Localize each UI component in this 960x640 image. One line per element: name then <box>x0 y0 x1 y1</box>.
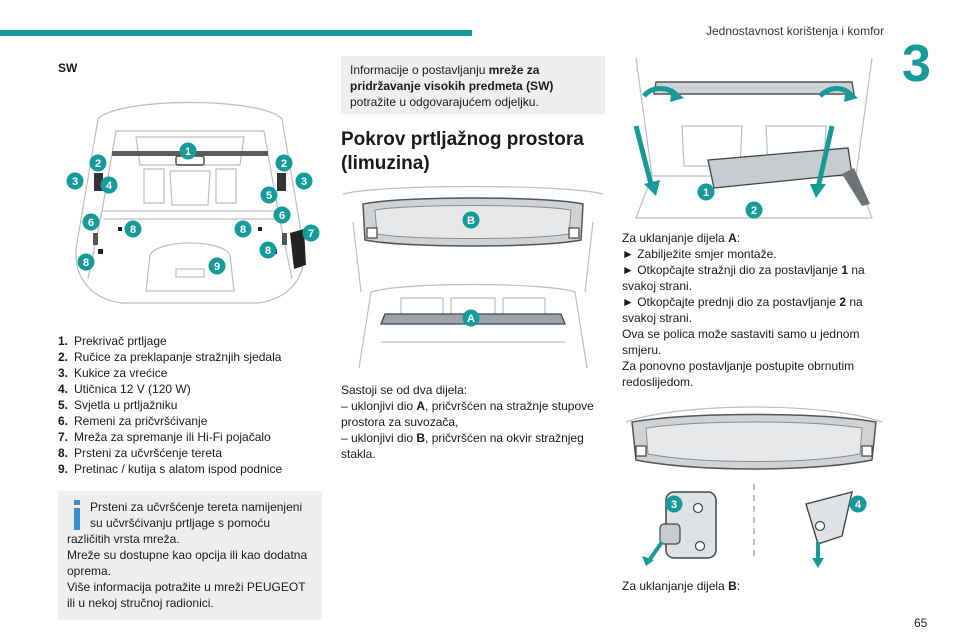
instruction-line: Za uklanjanje dijela A: <box>622 231 741 245</box>
svg-text:9: 9 <box>214 261 220 273</box>
callout-2-right: 2 <box>275 154 293 172</box>
callout-1-right: 1 <box>697 183 715 201</box>
svg-text:3: 3 <box>301 176 307 188</box>
instruction-line: ► Otkopčajte prednji dio za postavljanje… <box>622 295 863 309</box>
desc-line: – uklonjivi dio B, pričvršćen na okvir s… <box>341 431 584 445</box>
desc-line: – uklonjivi dio A, pričvršćen na stražnj… <box>341 399 594 413</box>
svg-text:7: 7 <box>308 228 314 240</box>
instruction-line: redoslijedom. <box>622 375 694 389</box>
legend-item: 8.Prsteni za učvršćenje tereta <box>58 446 223 460</box>
svg-text:A: A <box>467 313 475 325</box>
callout-1: 1 <box>179 142 197 160</box>
svg-text:8: 8 <box>130 224 136 236</box>
callout-8-d: 8 <box>259 241 277 259</box>
callout-7: 7 <box>302 224 320 242</box>
info-text-line: ili u nekoj stručnoj radionici. <box>67 596 214 610</box>
callout-3-fig: 3 <box>665 495 683 513</box>
page-number: 65 <box>914 616 928 630</box>
removal-b-intro: Za uklanjanje dijela B: <box>622 579 741 593</box>
legend-item: 2.Ručice za preklapanje stražnjih sjedal… <box>58 350 282 364</box>
info-text-line: Mreže su dostupne kao opcija ili kao dod… <box>67 548 308 562</box>
legend-item: 1.Prekrivač prtljage <box>58 334 167 348</box>
legend-item: 4.Utičnica 12 V (120 W) <box>58 382 191 396</box>
callout-a: A <box>462 309 480 327</box>
cover-b-removal-illustration: 3 4 <box>625 406 883 568</box>
callout-2-right-fig: 2 <box>745 201 763 219</box>
callout-8-c: 8 <box>77 253 95 271</box>
callout-8-b: 8 <box>234 220 252 238</box>
instruction-line: ► Zabilježite smjer montaže. <box>622 247 777 261</box>
callout-3-right: 3 <box>295 172 313 190</box>
svg-text:5: 5 <box>266 190 272 202</box>
desc-line: prostora za suvozača, <box>341 415 459 429</box>
instruction-line: Za ponovno postavljanje postupite obrnut… <box>622 359 855 373</box>
sedan-cover-illustration: B A <box>342 185 604 369</box>
legend-item: 9.Pretinac / kutija s alatom ispod podni… <box>58 462 283 476</box>
svg-text:2: 2 <box>751 205 757 217</box>
info-text-line: su učvršćivanju prtljage s pomoću <box>90 516 271 530</box>
trunk-sw-illustration: 1 2 2 3 3 4 5 6 <box>66 101 320 304</box>
svg-text:3: 3 <box>671 499 677 511</box>
callout-4: 4 <box>100 176 118 194</box>
info-text-line: oprema. <box>67 564 112 578</box>
right-column: 1 2 Za uklanjanje dijela A: ► Zabilježit… <box>622 56 886 594</box>
legend-item: 6.Remeni za pričvršćivanje <box>58 414 208 428</box>
middle-column: Informacije o postavljanju mreže za prid… <box>341 56 605 462</box>
instruction-line: svakoj strani. <box>622 311 693 325</box>
svg-text:2: 2 <box>281 158 287 170</box>
svg-text:6: 6 <box>88 217 94 229</box>
removal-a-instructions: Za uklanjanje dijela A: ► Zabilježite sm… <box>622 230 886 390</box>
component-legend: 1.Prekrivač prtljage 2.Ručice za preklap… <box>58 333 322 477</box>
info-text-line: različitih vrsta mreža. <box>67 532 180 546</box>
running-header: Jednostavnost korištenja i komfor <box>706 24 885 38</box>
svg-text:3: 3 <box>72 176 78 188</box>
callout-8-a: 8 <box>124 220 142 238</box>
callout-5: 5 <box>260 186 278 204</box>
callout-9: 9 <box>208 257 226 275</box>
desc-line: Sastoji se od dva dijela: <box>341 383 468 397</box>
note-line: Informacije o postavljanju mreže za <box>350 63 540 77</box>
instruction-line: svakoj strani. <box>622 279 693 293</box>
shelf-a-removal-illustration: 1 2 <box>633 57 873 219</box>
desc-line: stakla. <box>341 447 376 461</box>
svg-text:2: 2 <box>95 158 101 170</box>
svg-text:1: 1 <box>185 146 191 158</box>
callout-b: B <box>462 211 480 229</box>
legend-item: 7.Mreža za spremanje ili Hi-Fi pojačalo <box>58 430 271 444</box>
note-line: potražite u odgovarajućem odjeljku. <box>350 95 539 109</box>
svg-text:6: 6 <box>279 210 285 222</box>
note-line: pridržavanje visokih predmeta (SW) <box>350 79 554 93</box>
sw-net-note-box: Informacije o postavljanju mreže za prid… <box>341 56 605 114</box>
left-column: SW 1 2 <box>58 56 322 620</box>
legend-item: 3.Kukice za vrećice <box>58 366 168 380</box>
svg-text:4: 4 <box>106 180 113 192</box>
header-accent-bar <box>0 30 472 36</box>
instruction-line: ► Otkopčajte stražnji dio za postavljanj… <box>622 263 865 277</box>
svg-text:8: 8 <box>83 257 89 269</box>
section-title: Pokrov prtljažnog prostora(limuzina) <box>341 129 584 174</box>
callout-6-left: 6 <box>82 213 100 231</box>
callout-4-fig: 4 <box>849 495 867 513</box>
callout-3-left: 3 <box>66 172 84 190</box>
sw-heading: SW <box>58 61 78 75</box>
chapter-number: 3 <box>902 35 931 93</box>
svg-text:8: 8 <box>240 224 246 236</box>
instruction-line: smjeru. <box>622 343 662 357</box>
info-icon <box>74 500 80 530</box>
svg-text:1: 1 <box>703 187 709 199</box>
info-text-line: Više informacija potražite u mreži PEUGE… <box>67 580 306 594</box>
svg-text:4: 4 <box>855 499 862 511</box>
svg-text:8: 8 <box>265 245 271 257</box>
callout-6-right: 6 <box>273 206 291 224</box>
instruction-line: Ova se polica može sastaviti samo u jedn… <box>622 327 860 341</box>
svg-text:B: B <box>467 215 475 227</box>
info-text-line: Prsteni za učvršćenje tereta namijenjeni <box>90 500 303 514</box>
legend-item: 5.Svjetla u prtljažniku <box>58 398 178 412</box>
info-note-box: Prsteni za učvršćenje tereta namijenjeni… <box>58 491 322 620</box>
sedan-cover-description: Sastoji se od dva dijela: – uklonjivi di… <box>341 382 605 462</box>
callout-2-left: 2 <box>89 154 107 172</box>
